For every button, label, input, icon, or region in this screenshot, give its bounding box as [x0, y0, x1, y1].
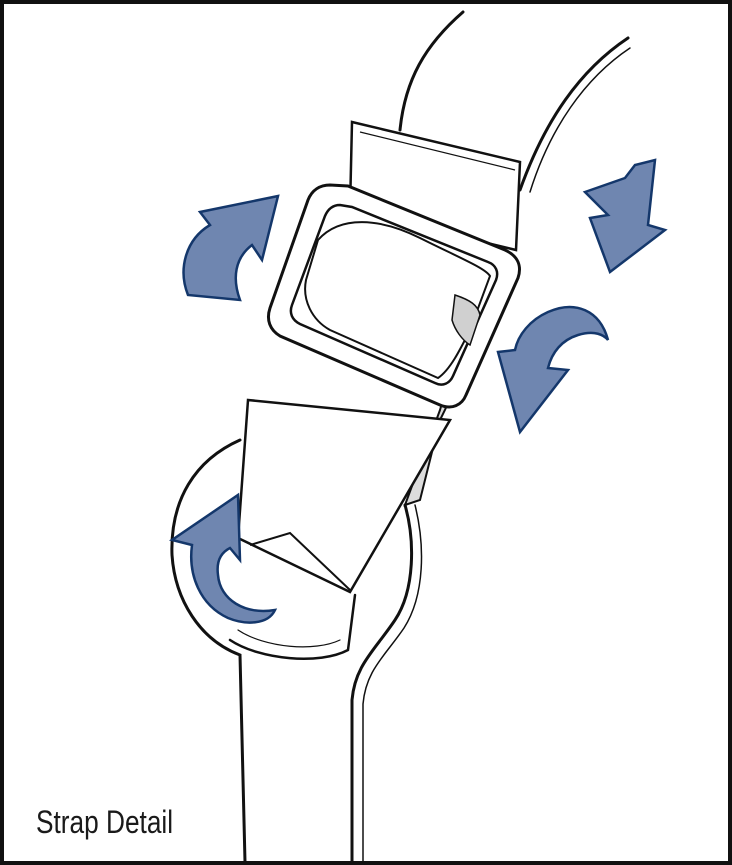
curved-arrow-up-icon: [182, 194, 280, 302]
buckle-loop: [170, 438, 423, 864]
curved-arrow-down-icon: [496, 305, 610, 435]
figure-caption: Strap Detail: [36, 804, 174, 840]
arrow-down-icon: [582, 158, 668, 275]
curved-arrow-up-icon-lower: [168, 492, 278, 624]
upper-strap: [398, 10, 631, 193]
buckle-frame: [266, 183, 521, 409]
